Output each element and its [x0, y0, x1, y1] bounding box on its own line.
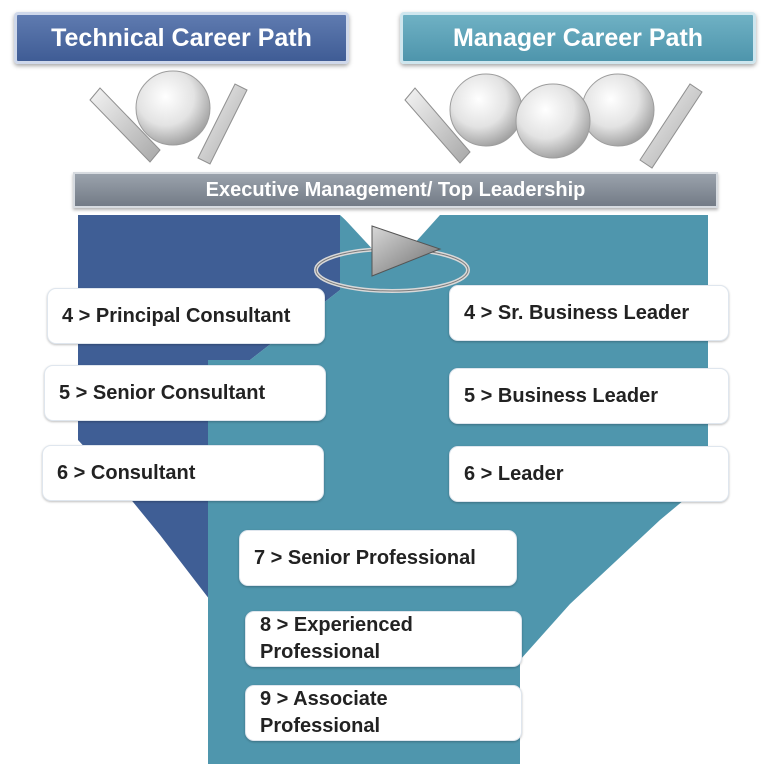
- level-business-leader: 5 > Business Leader: [449, 368, 729, 424]
- person-group-manager-icon: [404, 73, 703, 169]
- executive-management-bar: Executive Management/ Top Leadership: [73, 172, 718, 208]
- level-principal-consultant: 4 > Principal Consultant: [47, 288, 325, 344]
- level-associate-professional: 9 > Associate Professional: [245, 685, 522, 741]
- level-consultant: 6 > Consultant: [42, 445, 324, 501]
- level-leader: 6 > Leader: [449, 446, 729, 502]
- level-senior-consultant: 5 > Senior Consultant: [44, 365, 326, 421]
- level-experienced-professional: 8 > Experienced Professional: [245, 611, 522, 667]
- level-senior-professional: 7 > Senior Professional: [239, 530, 517, 586]
- technical-career-path-header: Technical Career Path: [14, 12, 349, 64]
- rotation-arrow-icon: [314, 225, 470, 293]
- level-sr-business-leader: 4 > Sr. Business Leader: [449, 285, 729, 341]
- manager-career-path-header: Manager Career Path: [400, 12, 756, 64]
- person-group-technical-icon: [89, 70, 248, 165]
